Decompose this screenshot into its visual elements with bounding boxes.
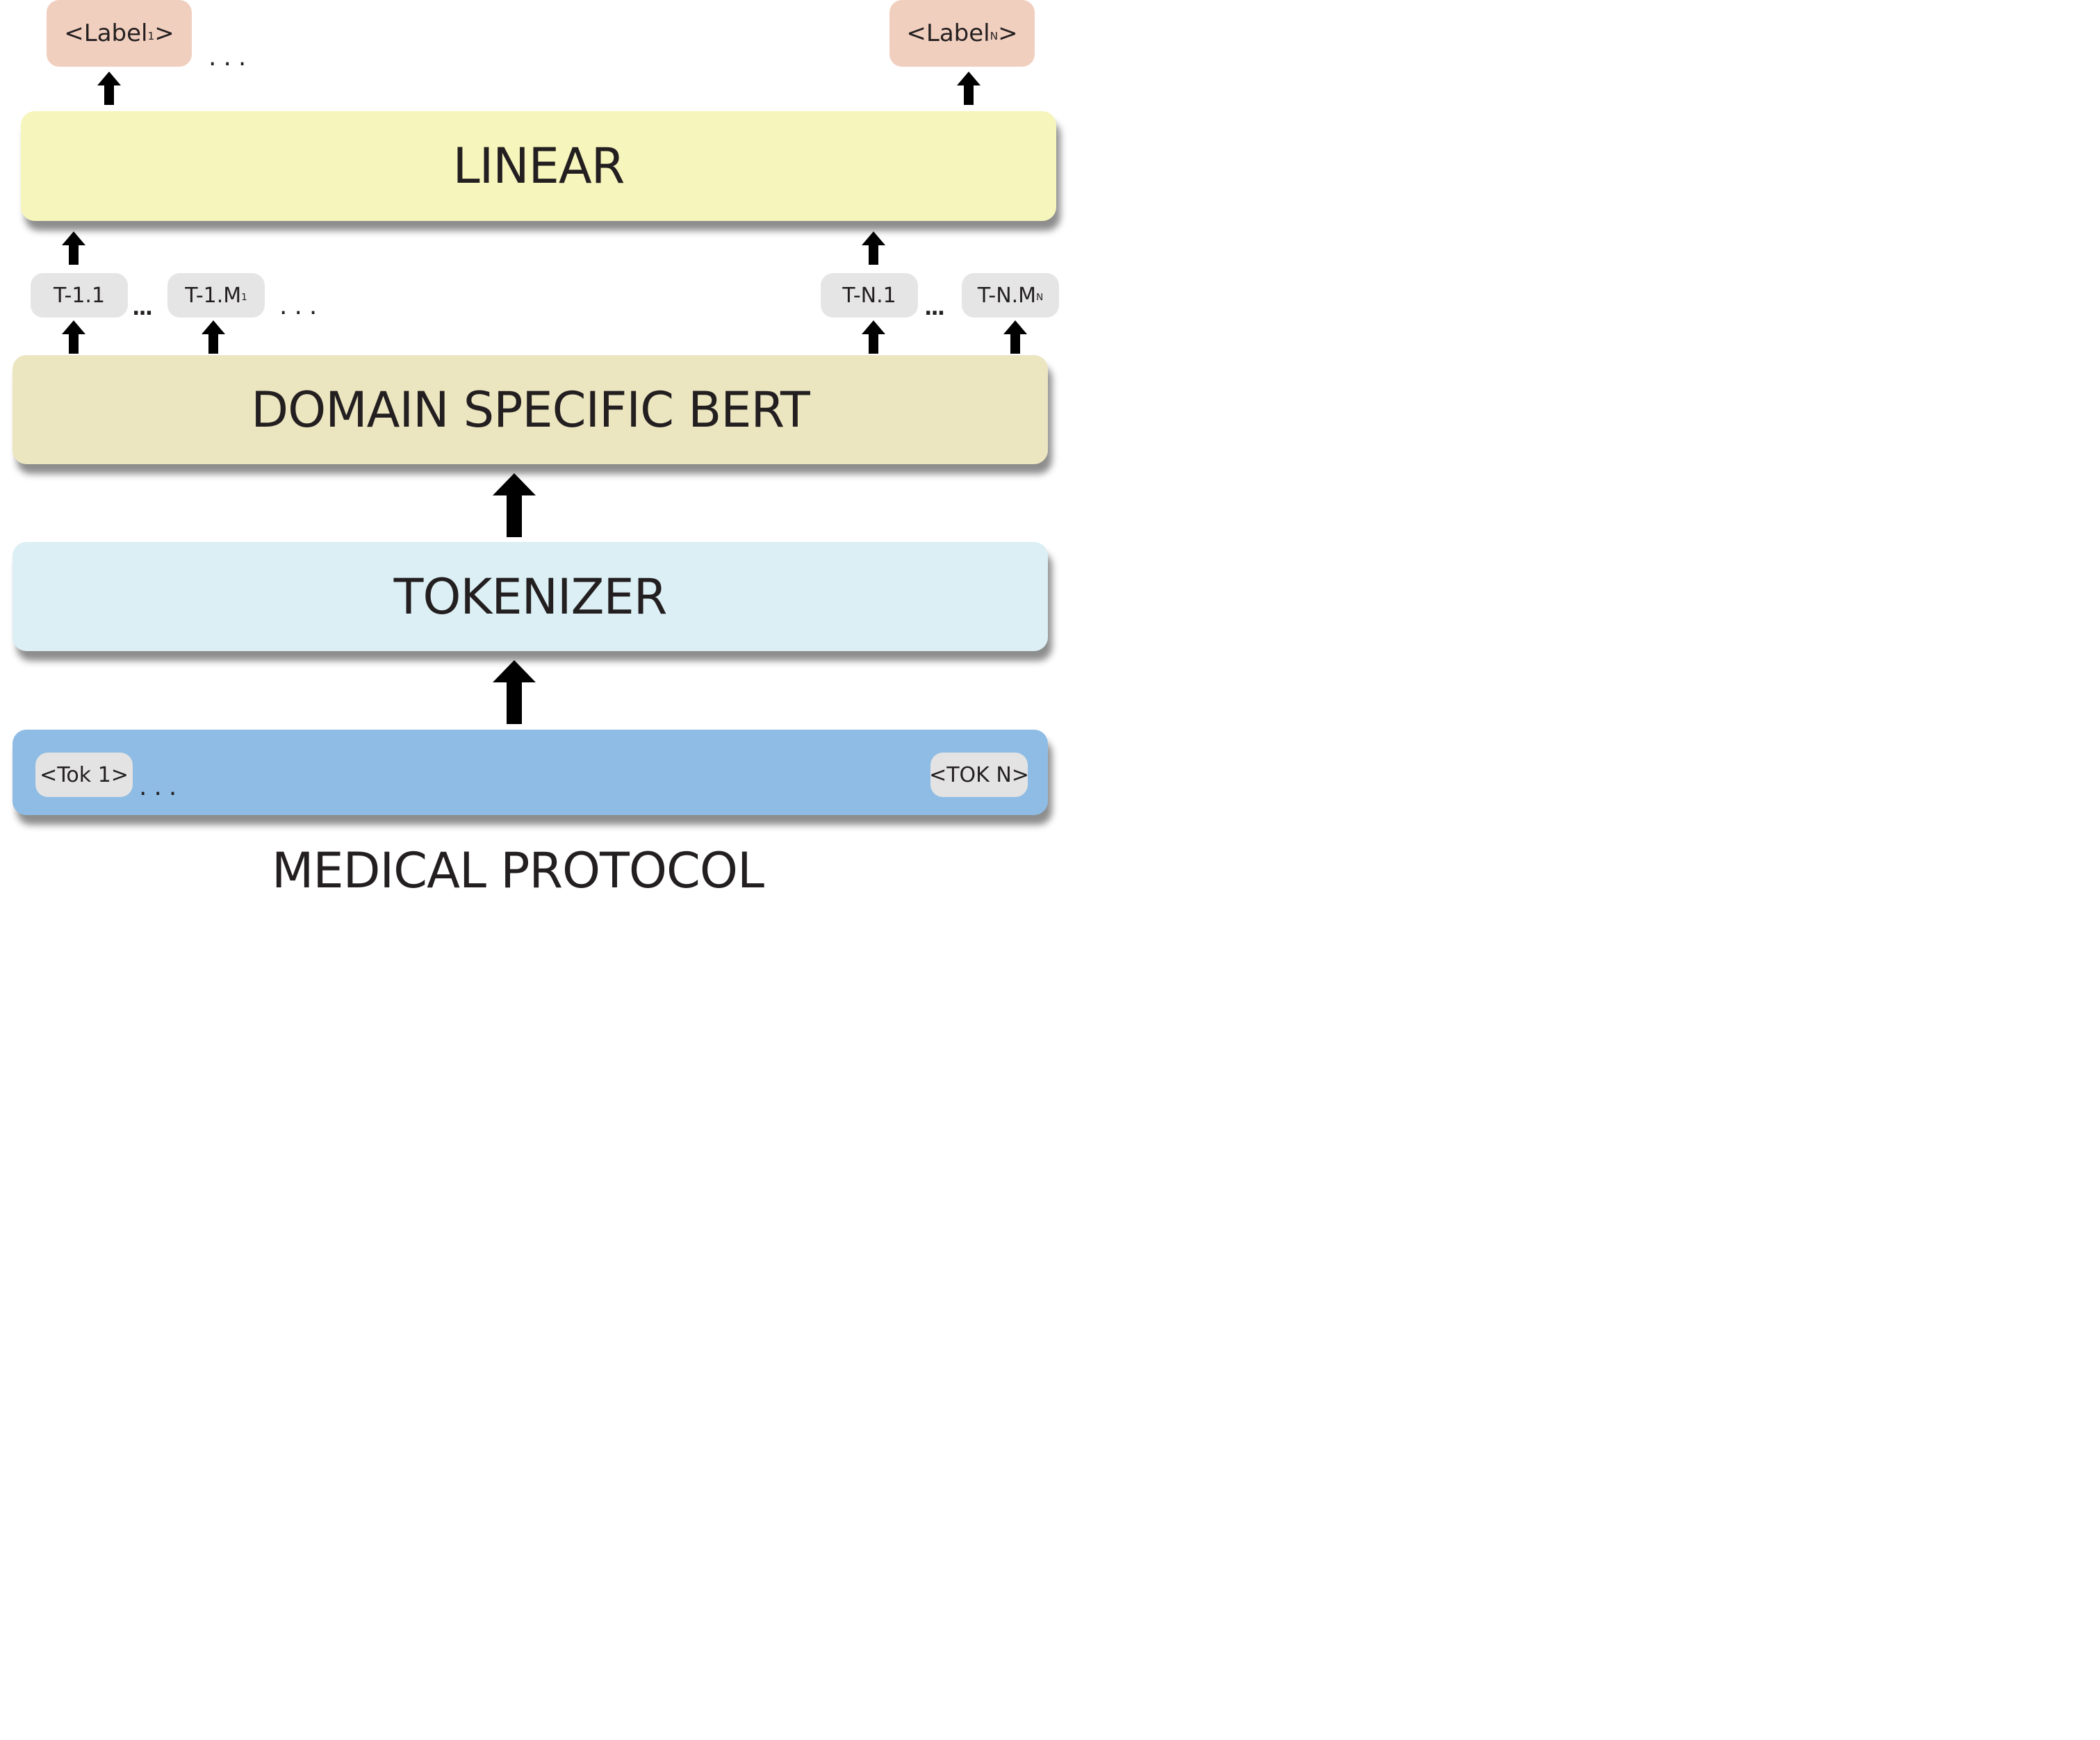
subword-token-t11: T-1.1 (31, 273, 128, 318)
linear-layer-label: LINEAR (452, 138, 625, 195)
subword-token-tnm-subscript: N (1036, 292, 1044, 304)
subword-ellipsis-2: ... (924, 296, 945, 320)
subword-ellipsis-gap: ... (279, 292, 325, 320)
subword-token-t11-text: T-1.1 (53, 283, 106, 308)
input-token-first-text: <Tok 1> (40, 762, 129, 787)
label-1-subscript: 1 (147, 29, 155, 42)
label-n-text: <Label (906, 19, 990, 47)
tokenizer-layer: TOKENIZER (13, 542, 1048, 651)
label-n-subscript: N (990, 29, 999, 42)
subword-ellipsis-1: ... (132, 296, 153, 320)
bert-layer-label: DOMAIN SPECIFIC BERT (251, 381, 810, 438)
label-1-text: <Label (64, 19, 148, 47)
arrow-up-icon (493, 473, 536, 537)
input-token-first: <Tok 1> (35, 753, 133, 797)
subword-token-tnm-text: T-N.M (977, 283, 1037, 308)
input-token-last-text: <TOK N> (929, 762, 1029, 787)
label-1-end: > (154, 19, 174, 47)
subword-token-t1m-subscript: 1 (241, 292, 247, 304)
arrow-up-icon (957, 72, 981, 105)
input-token-ellipsis: ... (139, 773, 184, 801)
arrow-up-icon (862, 320, 885, 354)
arrow-up-icon (62, 320, 85, 354)
tokenizer-layer-label: TOKENIZER (393, 568, 668, 625)
arrow-up-icon (202, 320, 225, 354)
label-n-end: > (998, 19, 1018, 47)
input-token-bar (13, 730, 1048, 815)
arrow-up-icon (97, 72, 121, 105)
subword-token-tn1-text: T-N.1 (842, 283, 896, 308)
labels-ellipsis: ... (208, 43, 254, 72)
input-token-last: <TOK N> (929, 753, 1029, 797)
subword-token-t1m-text: T-1.M (185, 283, 242, 308)
arrow-up-icon (62, 231, 85, 265)
arrow-up-icon (493, 660, 536, 724)
bert-layer: DOMAIN SPECIFIC BERT (13, 355, 1048, 464)
arrow-up-icon (862, 231, 885, 265)
linear-layer: LINEAR (21, 111, 1056, 221)
diagram-caption: MEDICAL PROTOCOL (272, 842, 764, 899)
subword-token-tn1: T-N.1 (821, 273, 918, 318)
arrow-up-icon (1003, 320, 1027, 354)
